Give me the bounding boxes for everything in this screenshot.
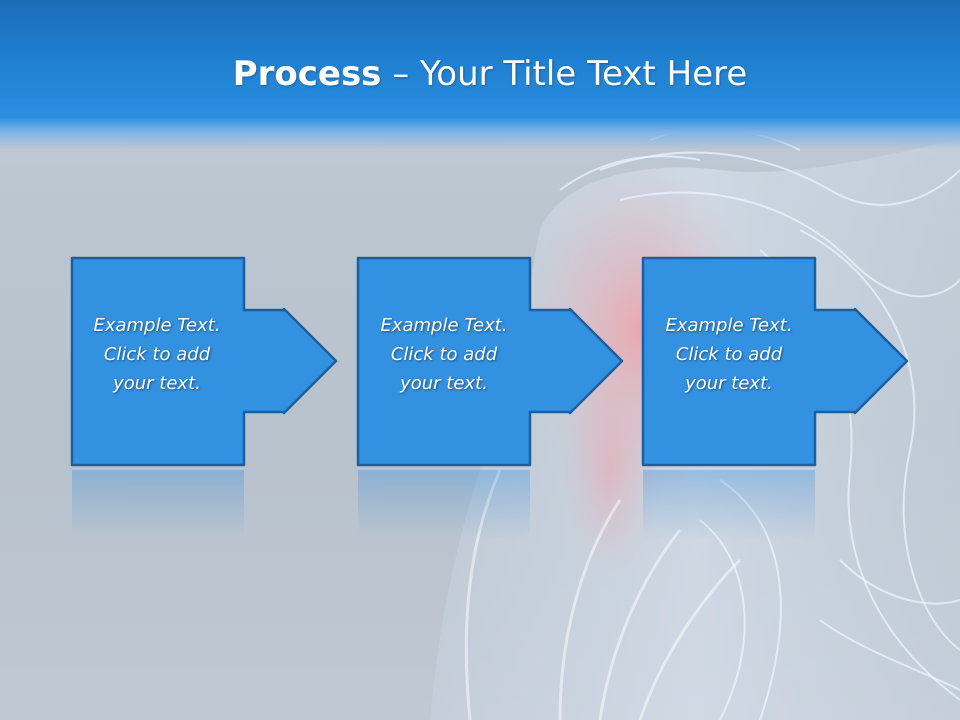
step-3-line-2: Click to add [675,344,783,365]
process-step-1[interactable] [70,256,338,540]
step-1-line-2: Click to add [103,344,211,365]
step-1-line-3: your text. [113,373,201,394]
step-1-line-1: Example Text. [93,315,221,336]
step-2-line-2: Click to add [390,344,498,365]
step-2-line-3: your text. [400,373,488,394]
process-step-1-text: Example Text. Click to add your text. [72,311,242,398]
page-title: Process – Your Title Text Here [0,52,960,96]
step-3-line-1: Example Text. [665,315,793,336]
process-step-3-text: Example Text. Click to add your text. [644,311,814,398]
page-title-bold: Process [232,54,382,94]
process-step-2-text: Example Text. Click to add your text. [359,311,529,398]
page-title-rest: – Your Title Text Here [381,54,748,94]
step-3-line-3: your text. [685,373,773,394]
step-2-line-1: Example Text. [380,315,508,336]
process-step-3[interactable] [641,256,909,540]
title-band [0,0,960,150]
process-step-2[interactable] [356,256,624,540]
